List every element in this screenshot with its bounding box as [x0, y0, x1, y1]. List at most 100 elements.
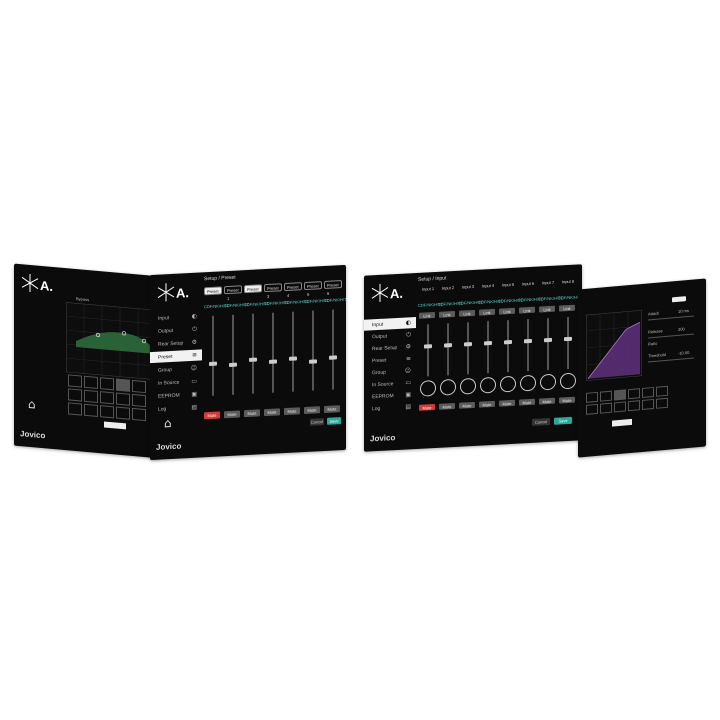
- fader-handle[interactable]: [524, 338, 532, 344]
- fader-handle[interactable]: [464, 342, 472, 347]
- link-button[interactable]: Link: [439, 310, 455, 318]
- fader-track: [312, 310, 314, 391]
- mute-button[interactable]: Mute: [204, 411, 220, 420]
- fader-handle[interactable]: [289, 356, 297, 361]
- fader-handle[interactable]: [229, 362, 237, 367]
- input-1-label: Input 1: [421, 286, 435, 292]
- link-button[interactable]: Link: [479, 308, 495, 316]
- mute-button[interactable]: Mute: [324, 405, 340, 414]
- tab-preset-4[interactable]: Preset 4: [284, 282, 302, 298]
- group-icon: ☺: [404, 367, 411, 375]
- link-button[interactable]: Link: [539, 305, 555, 313]
- mute-button[interactable]: Mute: [304, 406, 320, 415]
- gain-knob[interactable]: [520, 374, 536, 392]
- fader-track: [332, 309, 334, 390]
- eq-screen-panel: A. ⌂ Jovico Bypass: [14, 263, 160, 459]
- save-button[interactable]: Save: [554, 416, 572, 425]
- fader-handle[interactable]: [564, 336, 572, 342]
- brand-logo: Jovico: [370, 433, 396, 444]
- mute-button[interactable]: Mute: [499, 399, 515, 407]
- mute-button[interactable]: Mute: [244, 409, 260, 418]
- mute-button[interactable]: Mute: [519, 398, 535, 406]
- input-6-label: Input 6: [521, 280, 535, 287]
- fader-track: [427, 324, 429, 377]
- log-icon: ▤: [191, 403, 197, 411]
- sidebar-item-preset[interactable]: Preset≡: [150, 349, 202, 364]
- gain-knob[interactable]: [540, 373, 556, 391]
- cancel-button[interactable]: Cancel: [532, 417, 550, 426]
- gain-knob[interactable]: [480, 376, 496, 394]
- preset-label[interactable]: Bypass: [76, 296, 90, 303]
- save-button[interactable]: Save: [327, 417, 341, 425]
- sidebar-item-group[interactable]: Group☺: [158, 364, 197, 374]
- footer-tab-selected[interactable]: [104, 421, 126, 430]
- fader-handle[interactable]: [309, 359, 317, 364]
- fader-handle[interactable]: [544, 337, 552, 343]
- tab-preset-3[interactable]: Preset 3: [264, 283, 282, 299]
- mute-button[interactable]: Mute: [224, 410, 240, 419]
- input-2-label: Input 2: [441, 284, 455, 291]
- input-icon: ◐: [405, 319, 411, 327]
- home-icon[interactable]: ⌂: [164, 416, 172, 431]
- sidebar-nav: A. Input◐ Output⏻ Rear Setup⚙ Preset≡ Gr…: [364, 273, 416, 452]
- sidebar-item-log[interactable]: Log▤: [158, 403, 197, 413]
- param-slider[interactable]: [648, 333, 694, 339]
- fader-handle[interactable]: [249, 357, 257, 362]
- fader-handle[interactable]: [504, 339, 512, 345]
- link-button[interactable]: Link: [559, 304, 575, 312]
- link-button[interactable]: Link: [499, 307, 515, 315]
- home-icon[interactable]: ⌂: [28, 396, 36, 412]
- fader-track: [232, 314, 234, 395]
- gain-knob[interactable]: [440, 378, 456, 396]
- mute-button[interactable]: Mute: [459, 401, 475, 409]
- param-slider[interactable]: [648, 357, 694, 363]
- fader-handle[interactable]: [444, 343, 452, 348]
- mute-button[interactable]: Mute: [419, 403, 435, 411]
- ratio-label: Ratio: [648, 340, 658, 347]
- sliders-icon: ≡: [191, 351, 197, 359]
- fader-handle[interactable]: [209, 361, 217, 367]
- tab-preset-1[interactable]: Preset 1: [224, 285, 242, 301]
- mute-button[interactable]: Mute: [284, 407, 300, 416]
- release-value: 200: [678, 326, 685, 332]
- gain-knob[interactable]: [420, 379, 436, 397]
- link-button[interactable]: Link: [419, 311, 435, 319]
- tab-preset[interactable]: Preset: [204, 286, 222, 296]
- compressor-curve-graph[interactable]: [586, 310, 642, 381]
- footer-tab-selected[interactable]: [612, 418, 632, 427]
- link-button[interactable]: Link: [519, 306, 535, 314]
- mute-button[interactable]: Mute: [479, 400, 495, 408]
- channel-label: CDF/NK/H/TC: [324, 296, 346, 304]
- sidebar-item-output[interactable]: Output⏻: [158, 325, 197, 335]
- tab-preset-6[interactable]: Preset 6: [324, 280, 342, 296]
- sidebar-item-in-source[interactable]: In Source▭: [158, 377, 197, 387]
- mute-button[interactable]: Mute: [539, 397, 555, 405]
- gain-knob[interactable]: [460, 377, 476, 395]
- param-slider[interactable]: [648, 315, 694, 321]
- cancel-button[interactable]: Cancel: [310, 418, 324, 426]
- link-button[interactable]: Link: [459, 309, 475, 317]
- sidebar-item-rear-setup[interactable]: Rear Setup⚙: [158, 338, 197, 348]
- tab-preset-5[interactable]: Preset 5: [304, 281, 322, 297]
- fader-handle[interactable]: [484, 341, 492, 346]
- mute-button[interactable]: Mute: [439, 402, 455, 410]
- fader-handle[interactable]: [329, 355, 337, 360]
- fader-handle[interactable]: [269, 359, 277, 364]
- mute-button[interactable]: Mute: [559, 396, 575, 404]
- sidebar-item-eeprom[interactable]: EEPROM▣: [158, 390, 197, 400]
- threshold-value: -10.00: [678, 349, 690, 356]
- toggle-switch[interactable]: [672, 296, 686, 303]
- gain-knob[interactable]: [560, 372, 576, 390]
- rear-setup-icon: ⚙: [191, 338, 197, 346]
- sidebar-item-log[interactable]: Log▤: [372, 403, 411, 412]
- mute-button[interactable]: Mute: [264, 408, 280, 417]
- gain-knob[interactable]: [500, 375, 516, 393]
- threshold-label: Threshold: [648, 351, 666, 359]
- tab-preset-2[interactable]: Preset 2: [244, 284, 262, 300]
- fader-handle[interactable]: [424, 344, 432, 349]
- sidebar-item-input[interactable]: Input◐: [158, 312, 197, 322]
- eq-graph[interactable]: [66, 302, 158, 381]
- input-4-label: Input 4: [481, 282, 495, 289]
- output-icon: ⏻: [192, 325, 197, 333]
- fader-track: [447, 323, 449, 376]
